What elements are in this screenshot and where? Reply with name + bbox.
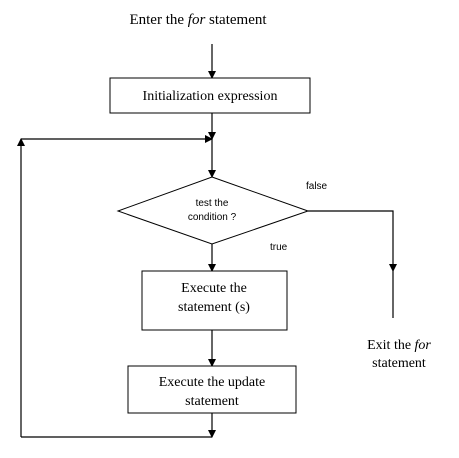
- false-label: false: [306, 181, 328, 192]
- exit-label-line2: statement: [372, 356, 426, 371]
- execute-statement-box: [141, 270, 288, 331]
- decision-label-line1: test the: [196, 198, 229, 209]
- arrow-false-to-exit: [308, 210, 397, 272]
- initialization-box: [109, 77, 311, 114]
- entry-label: Enter the for statement: [129, 12, 267, 28]
- true-label: true: [270, 242, 288, 253]
- update-label-line1: Execute the update: [159, 375, 266, 390]
- execute-label-line1: Execute the: [181, 281, 247, 296]
- execute-label-line2: statement (s): [178, 300, 250, 315]
- update-statement-box: [127, 365, 297, 414]
- decision-label-line2: condition ?: [188, 212, 237, 223]
- update-label-line2: statement: [185, 394, 239, 409]
- decision-diamond: [116, 176, 310, 245]
- exit-label-line1: Exit the for: [367, 338, 431, 353]
- initialization-label: Initialization expression: [143, 89, 278, 104]
